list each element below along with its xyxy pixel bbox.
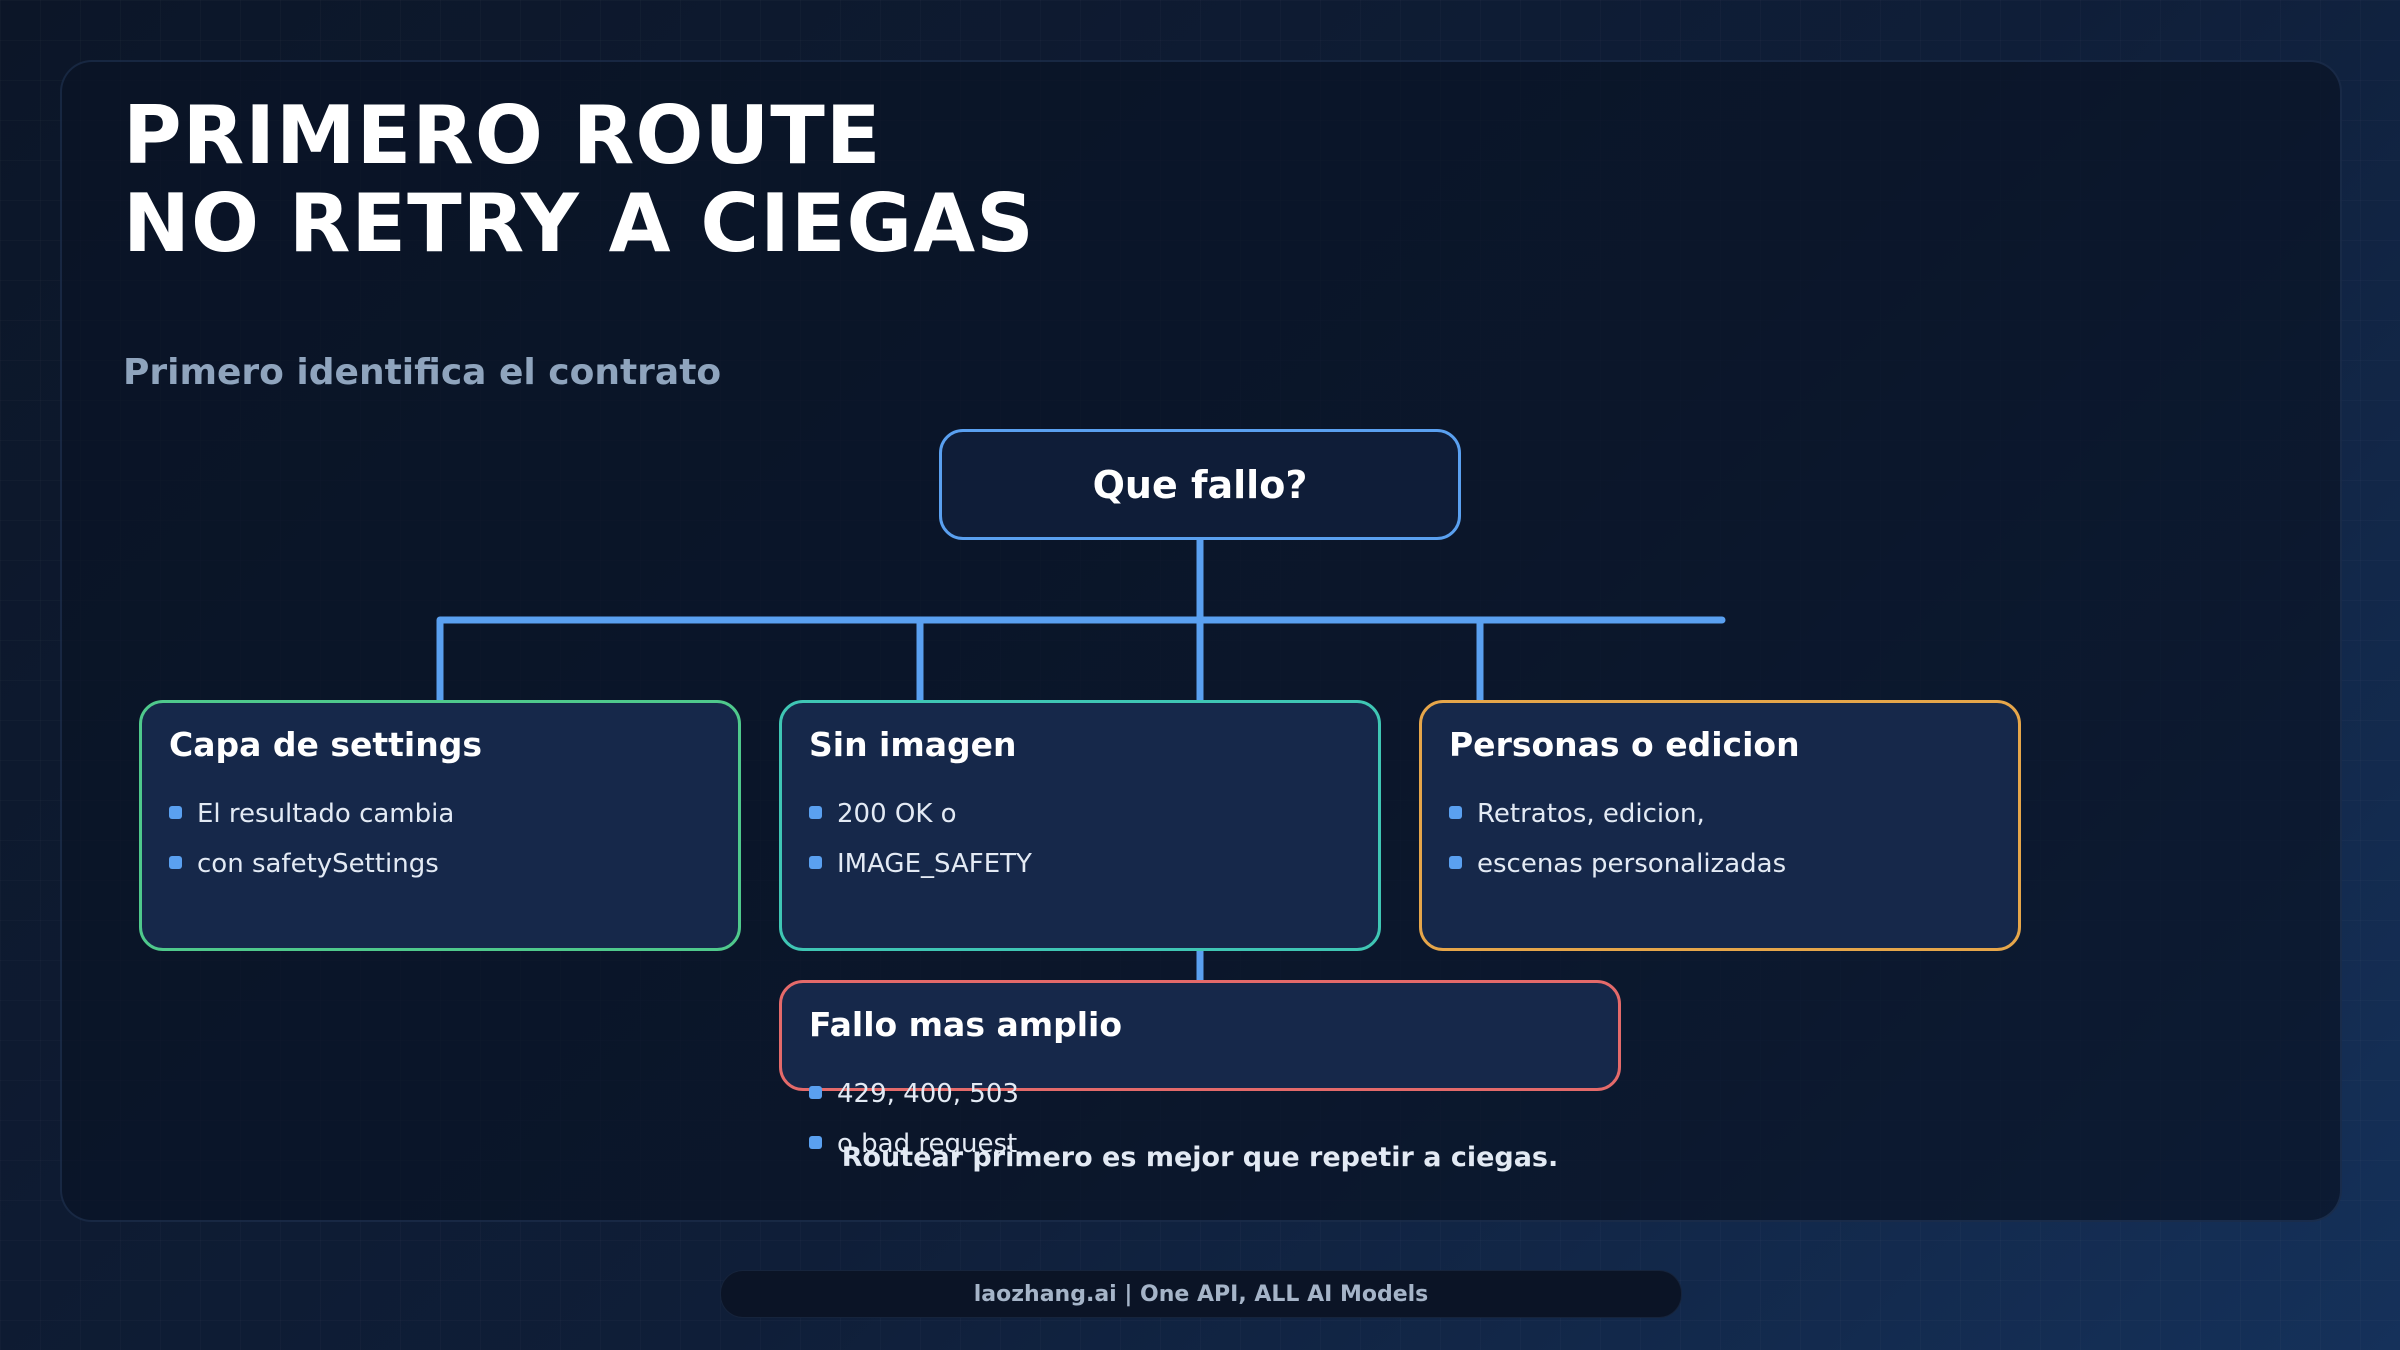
branch-node-bullets: Retratos, edicion, escenas personalizada… (1449, 789, 1786, 889)
branch-node-title: Fallo mas amplio (809, 1005, 1123, 1044)
branch-node-bullets: 200 OK o IMAGE_SAFETY (809, 789, 1032, 889)
slide-title: PRIMERO ROUTE NO RETRY A CIEGAS (123, 92, 1035, 268)
bullet-item: con safetySettings (169, 839, 454, 889)
bullet-item: El resultado cambia (169, 789, 454, 839)
root-node: Que fallo? (939, 429, 1461, 540)
branch-node-no-image: Sin imagen 200 OK o IMAGE_SAFETY (779, 700, 1381, 951)
branch-node-people-editing: Personas o edicion Retratos, edicion, es… (1419, 700, 2021, 951)
bullet-item: Retratos, edicion, (1449, 789, 1786, 839)
slide-footnote: Routear primero es mejor que repetir a c… (841, 1142, 1559, 1173)
bullet-text: IMAGE_SAFETY (837, 849, 1032, 879)
bullet-item: 200 OK o (809, 789, 1032, 839)
bullet-icon (809, 856, 822, 869)
footer-bar: laozhang.ai | One API, ALL AI Models (720, 1270, 1682, 1318)
bullet-item: 429, 400, 503 (809, 1069, 1019, 1119)
bullet-item: IMAGE_SAFETY (809, 839, 1032, 889)
branch-node-title: Sin imagen (809, 725, 1017, 764)
bullet-text: con safetySettings (197, 849, 439, 879)
bullet-item: escenas personalizadas (1449, 839, 1786, 889)
slide-title-line-2: NO RETRY A CIEGAS (123, 177, 1035, 270)
bullet-icon (169, 856, 182, 869)
bullet-icon (809, 1136, 822, 1149)
branch-node-bullets: El resultado cambia con safetySettings (169, 789, 454, 889)
bullet-text: El resultado cambia (197, 799, 455, 829)
branch-node-title: Personas o edicion (1449, 725, 1800, 764)
root-node-label: Que fallo? (1092, 462, 1308, 507)
slide-title-line-1: PRIMERO ROUTE (123, 89, 882, 182)
bullet-icon (809, 806, 822, 819)
bullet-icon (1449, 856, 1462, 869)
branch-node-broader-failure: Fallo mas amplio 429, 400, 503 o bad req… (779, 980, 1621, 1159)
branch-node-title: Capa de settings (169, 725, 483, 764)
slide-subtitle: Primero identifica el contrato (123, 352, 722, 393)
bullet-icon (809, 1086, 822, 1099)
bullet-icon (1449, 806, 1462, 819)
branch-node-bullets: 429, 400, 503 o bad request (809, 1069, 1019, 1169)
bullet-text: Retratos, edicion, (1477, 799, 1705, 829)
branch-node-settings: Capa de settings El resultado cambia con… (139, 700, 741, 951)
bullet-text: o bad request (837, 1129, 1018, 1159)
bullet-icon (169, 806, 182, 819)
bullet-text: 429, 400, 503 (837, 1079, 1019, 1109)
bullet-item: o bad request (809, 1119, 1019, 1169)
bullet-text: 200 OK o (837, 799, 957, 829)
footer-text: laozhang.ai | One API, ALL AI Models (973, 1281, 1429, 1307)
bullet-text: escenas personalizadas (1477, 849, 1787, 879)
